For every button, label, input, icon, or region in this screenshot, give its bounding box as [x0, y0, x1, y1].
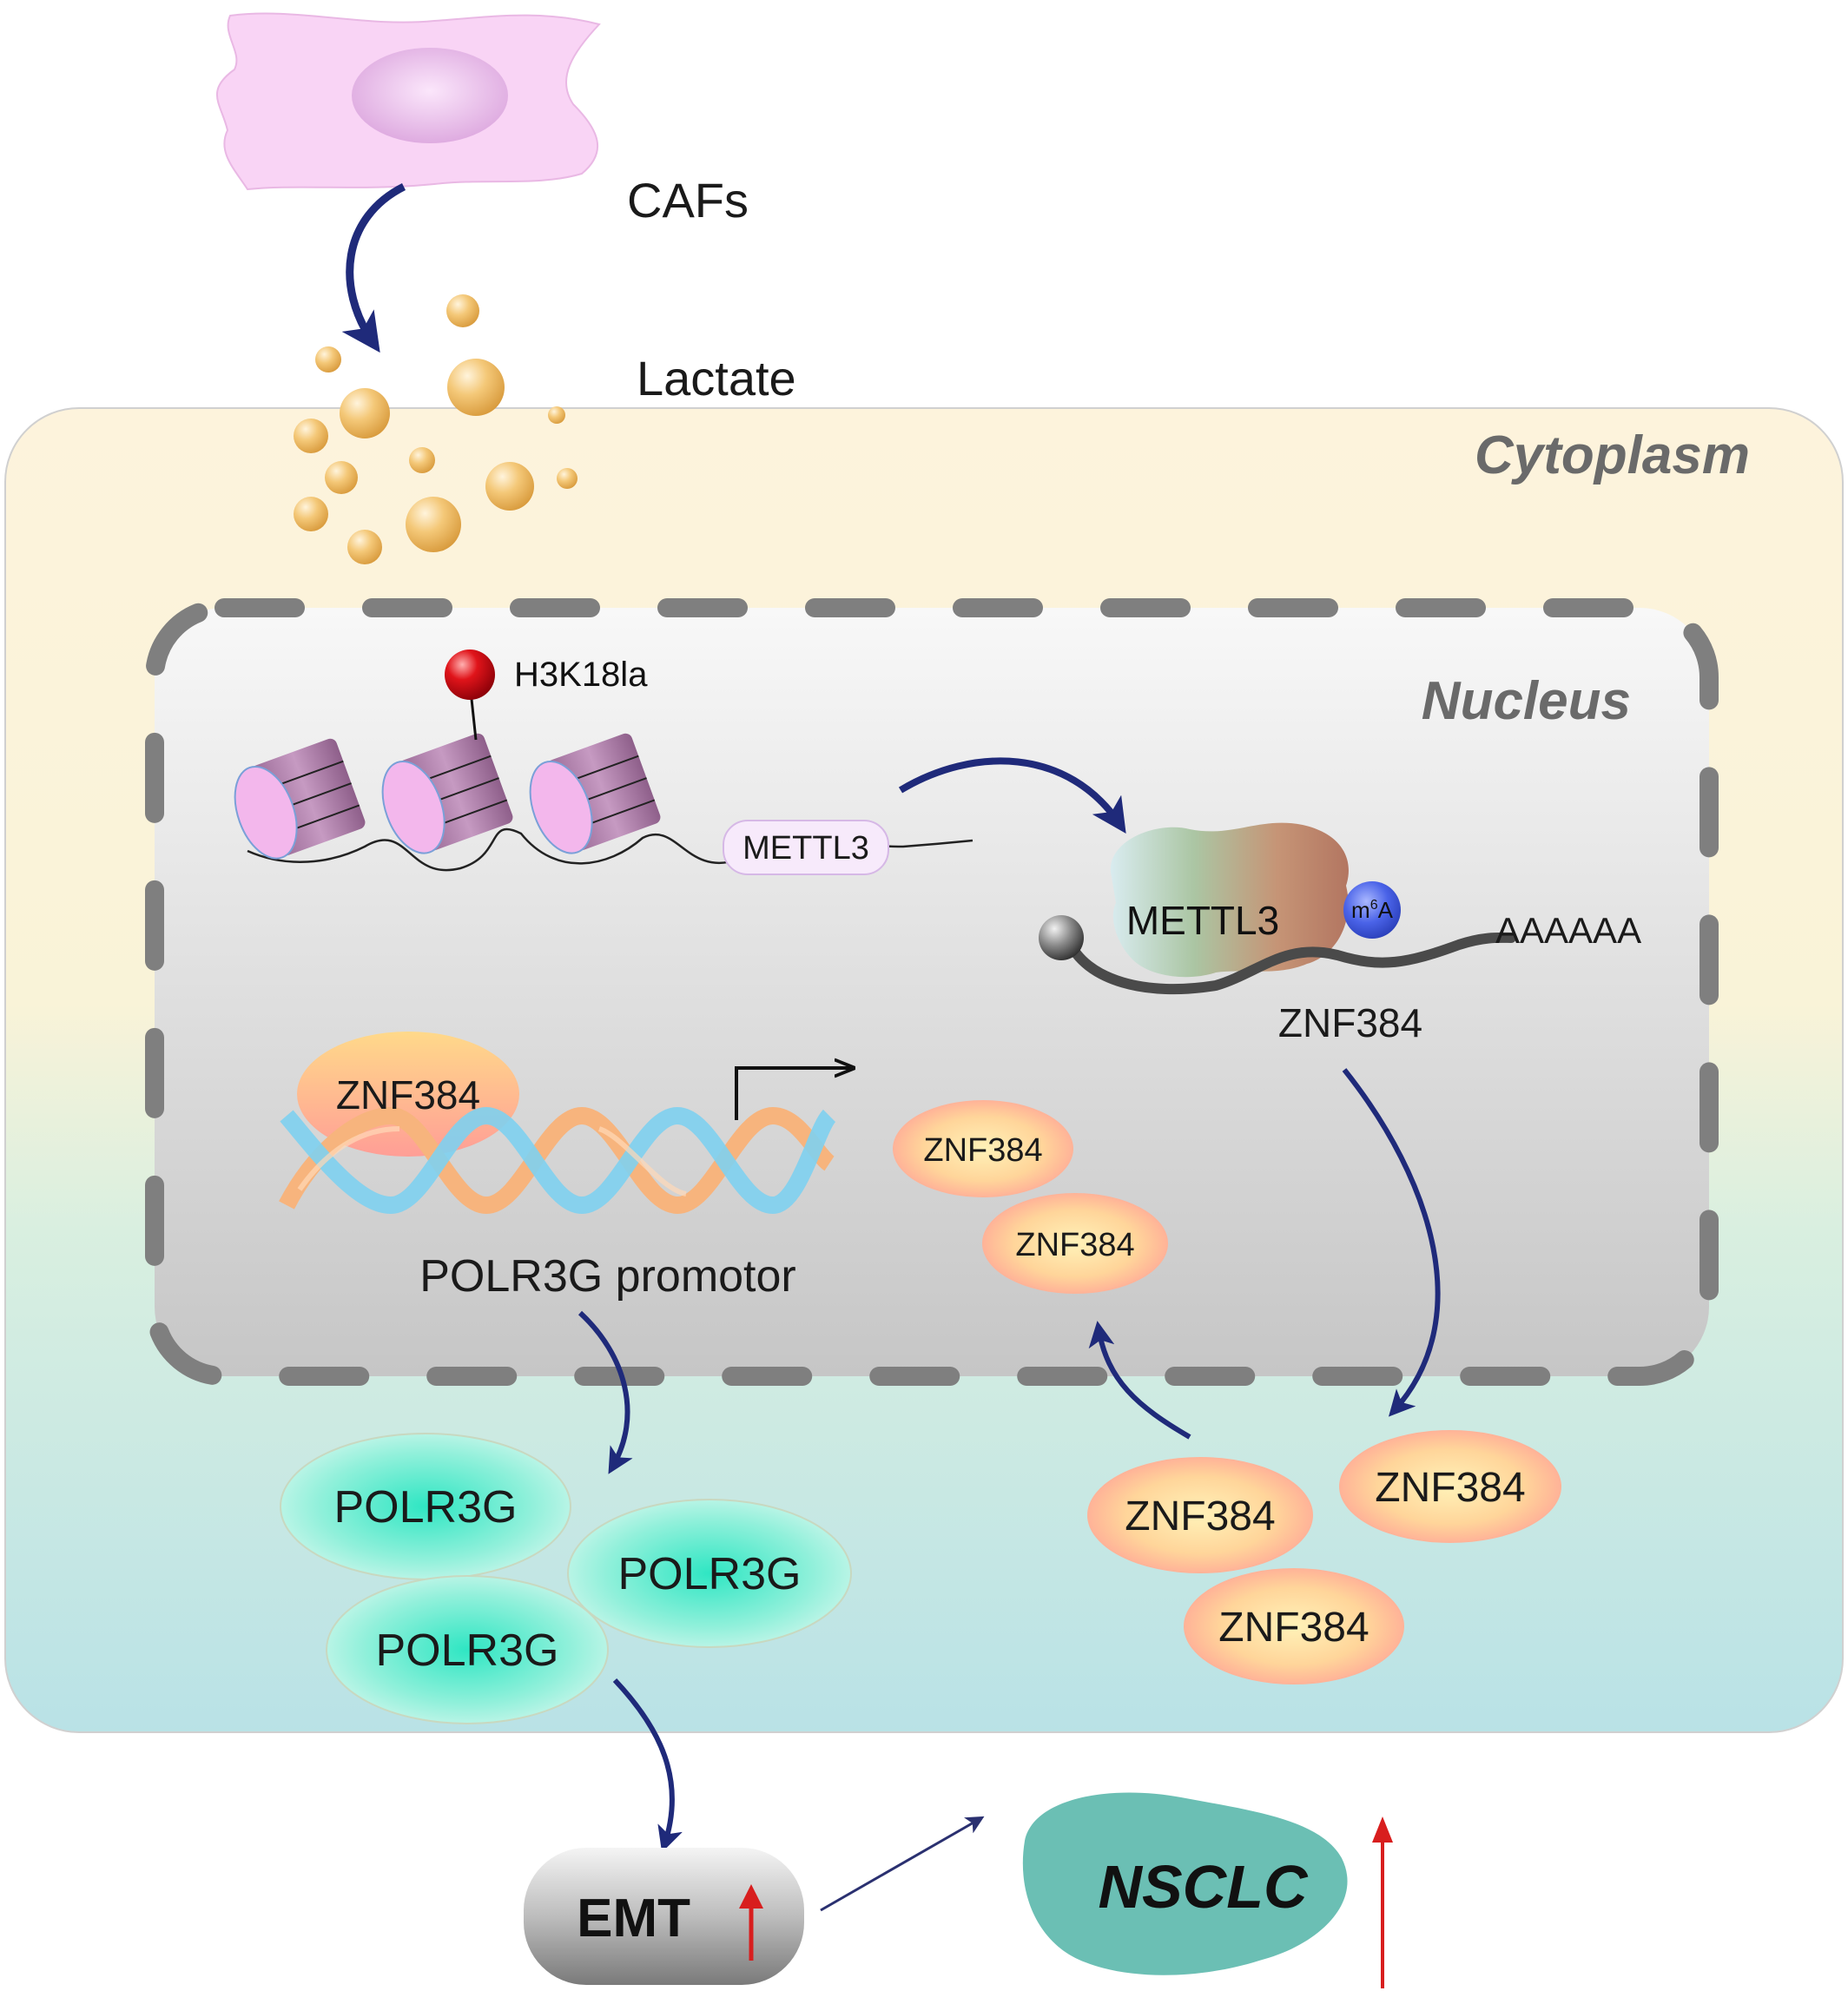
caf-cell — [216, 12, 601, 191]
znf384-mrna-strand — [1063, 932, 1516, 995]
lactate-droplet — [406, 497, 461, 552]
emt-up-arrow-icon — [739, 1884, 763, 1961]
nucleosome — [234, 738, 366, 860]
polr3g-protein-2 — [567, 1499, 852, 1648]
znf384-nucleus-1-label: ZNF384 — [923, 1132, 1042, 1169]
znf384-mrna-label: ZNF384 — [1278, 1000, 1422, 1045]
lactate-droplet — [485, 462, 534, 511]
znf384-cytoplasm-3-label: ZNF384 — [1218, 1605, 1369, 1651]
mettl3-protein — [1110, 822, 1349, 978]
h3k18la-stalk — [470, 698, 478, 741]
polr3g-protein-3 — [326, 1575, 609, 1724]
lactate-droplet — [294, 419, 328, 453]
arrow-emt-to-nsclc — [820, 1816, 985, 1912]
lactate-label: Lactate — [637, 351, 796, 405]
mettl3-gene-box — [723, 820, 889, 875]
nsclc-up-arrow-icon — [1372, 1816, 1393, 1988]
polr3g-protein-2-label: POLR3G — [618, 1549, 802, 1599]
cytoplasm-label: Cytoplasm — [1475, 425, 1750, 485]
emt-box — [524, 1848, 804, 1985]
arrow-transcription-mettl3 — [898, 757, 1126, 834]
lactate-droplet — [340, 388, 390, 438]
emt-label: EMT — [577, 1889, 690, 1948]
nucleosome — [381, 733, 513, 854]
lactate-droplet — [557, 468, 578, 489]
nucleosome — [529, 733, 661, 854]
polr3g-protein-3-label: POLR3G — [376, 1625, 559, 1676]
h3k18la-label: H3K18la — [514, 656, 648, 694]
nsclc-label: NSCLC — [1098, 1853, 1309, 1921]
caf-nucleus — [352, 48, 508, 143]
lactate-droplet — [548, 406, 565, 424]
lactate-droplet — [447, 359, 505, 416]
arrow-polr3g-to-emt — [612, 1678, 683, 1853]
lactate-droplet — [409, 447, 435, 473]
lactate-droplets — [294, 294, 578, 564]
lactate-droplet — [347, 530, 382, 564]
lactate-droplet — [294, 497, 328, 531]
znf384-promoter-label: ZNF384 — [336, 1072, 480, 1117]
lactate-droplet — [315, 346, 341, 372]
polya-tail-label: AAAAAA — [1495, 910, 1641, 951]
znf384-cytoplasm-2-label: ZNF384 — [1125, 1493, 1275, 1539]
cafs-label: CAFs — [627, 173, 749, 227]
znf384-cytoplasm-2 — [1087, 1457, 1313, 1573]
znf384-nucleus-2 — [982, 1193, 1168, 1294]
znf384-nucleus-2-label: ZNF384 — [1015, 1227, 1134, 1263]
arrow-promoter-to-polr3g — [578, 1310, 633, 1474]
znf384-cytoplasm-3 — [1184, 1568, 1404, 1684]
znf384-cytoplasm-1 — [1339, 1430, 1561, 1543]
transcription-start-arrow — [735, 1068, 851, 1120]
arrow-translation-znf384 — [1342, 1068, 1441, 1417]
nucleus-label: Nucleus — [1422, 671, 1631, 731]
h3k18la-ball — [445, 649, 495, 700]
znf384-cytoplasm-1-label: ZNF384 — [1375, 1465, 1525, 1511]
mrna-5prime-cap — [1039, 915, 1084, 960]
polr3g-protein-1-label: POLR3G — [334, 1482, 518, 1533]
mettl3-gene-label: METTL3 — [742, 830, 869, 867]
lactate-droplet — [325, 461, 358, 494]
polr3g-promoter-dna — [279, 1032, 836, 1215]
m6a-modification — [1343, 881, 1401, 939]
nucleus-membrane — [145, 598, 1719, 1386]
mettl3-protein-label: METTL3 — [1126, 898, 1279, 943]
arrow-nuclear-import-znf384 — [1088, 1321, 1191, 1440]
lactate-droplet — [446, 294, 479, 327]
promoter-label: POLR3G promotor — [419, 1251, 796, 1302]
arrow-cafs-to-lactate — [341, 182, 406, 353]
nsclc-blob — [1022, 1792, 1348, 1975]
znf384-nucleus-1 — [893, 1100, 1073, 1197]
m6a-label: m6A — [1351, 897, 1394, 923]
